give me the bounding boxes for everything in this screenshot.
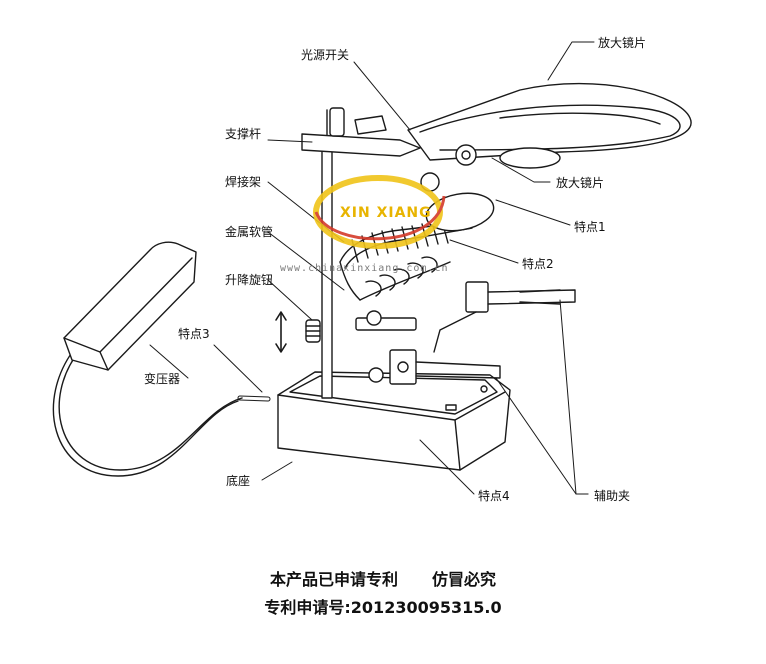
label-lift-knob: 升降旋钮 xyxy=(225,273,274,287)
patent-notice-line: 本产品已申请专利 仿冒必究 xyxy=(0,566,766,590)
watermark-brand-text: XIN XIANG xyxy=(340,205,432,221)
label-base: 底座 xyxy=(226,474,251,488)
vertical-pole xyxy=(321,109,333,399)
support-rod-shape xyxy=(301,107,421,157)
up-down-arrow xyxy=(275,311,287,353)
counterfeit-warning: 仿冒必究 xyxy=(432,570,497,589)
power-cord xyxy=(52,346,271,477)
patent-notice: 本产品已申请专利 xyxy=(269,570,398,589)
label-transformer: 变压器 xyxy=(144,372,181,386)
label-feature-2: 特点2 xyxy=(522,257,554,271)
aux-clamp-arms xyxy=(355,281,576,385)
label-magnifier-lens-top: 放大镜片 xyxy=(598,36,647,50)
solder-coil xyxy=(339,256,451,301)
label-feature-3: 特点3 xyxy=(178,327,210,341)
brand-watermark-logo xyxy=(313,175,446,249)
watermark-url: www.chinaxinxiang.com.cn xyxy=(280,263,449,274)
label-support-rod: 支撑杆 xyxy=(225,127,262,141)
label-metal-hose: 金属软管 xyxy=(225,225,274,239)
patent-number: 专利申请号:201230095315.0 xyxy=(264,598,502,617)
transformer-box xyxy=(63,241,197,371)
label-magnifier-lens-side: 放大镜片 xyxy=(556,176,605,190)
label-aux-clamp: 辅助夹 xyxy=(594,489,631,503)
lift-knob-shape xyxy=(305,319,321,343)
base-block xyxy=(277,371,511,471)
label-solder-stand: 焊接架 xyxy=(225,175,262,189)
label-feature-1: 特点1 xyxy=(574,220,606,234)
magnifier-head xyxy=(407,82,692,169)
label-light-switch: 光源开关 xyxy=(301,48,350,62)
label-feature-4: 特点4 xyxy=(478,489,510,503)
